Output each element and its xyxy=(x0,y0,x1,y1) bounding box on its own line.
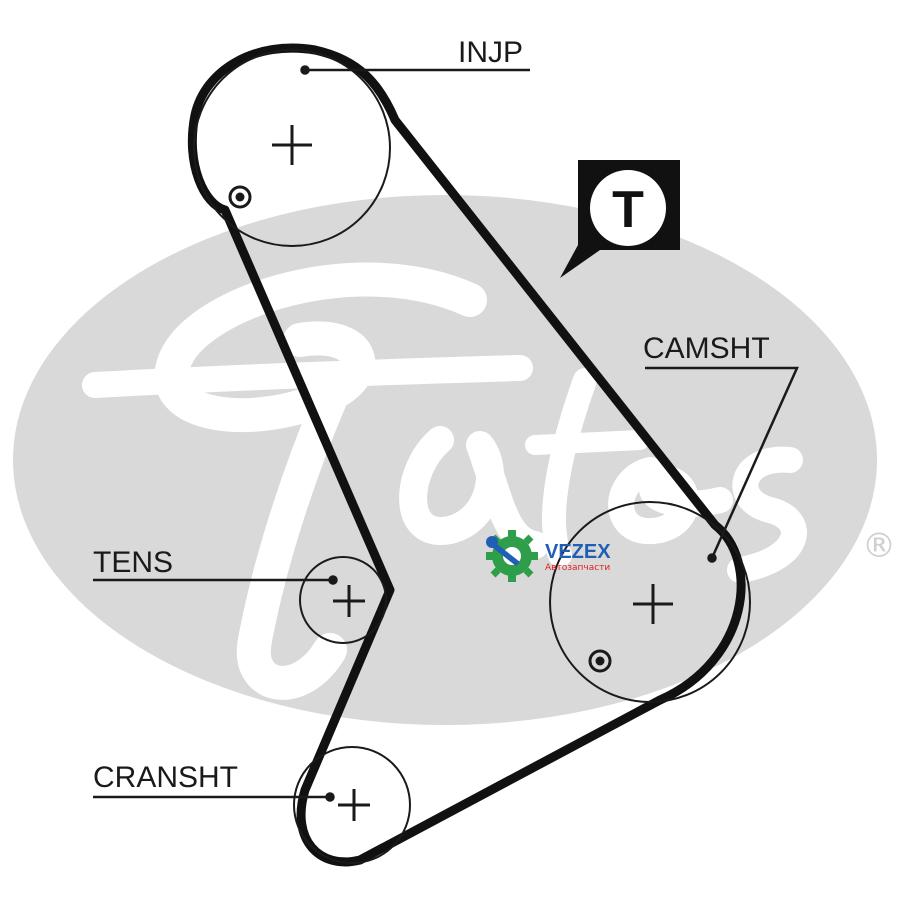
label-tens: TENS xyxy=(93,546,173,579)
injection-pump-pulley xyxy=(193,49,391,247)
leader-lines xyxy=(93,65,799,802)
label-camsht: CAMSHT xyxy=(643,332,770,365)
label-cransht: CRANSHT xyxy=(93,761,238,794)
timing-mark xyxy=(228,185,252,209)
camshaft-pulley xyxy=(549,501,751,703)
badge-circle xyxy=(590,170,666,246)
tensioner-badge: T xyxy=(560,160,680,278)
tensioner-pulley xyxy=(299,556,387,644)
timing-belt xyxy=(187,43,746,867)
vezex-subtitle: Автозапчасти xyxy=(545,563,610,573)
pulley-center-cross xyxy=(333,585,365,617)
badge-letter: T xyxy=(612,181,644,239)
registered-mark: ® xyxy=(862,526,896,566)
crankshaft-pulley xyxy=(293,746,411,864)
leader-camsht xyxy=(645,366,799,559)
vezex-name: VEZEX xyxy=(545,541,611,563)
gates-watermark: ® xyxy=(13,195,896,725)
timing-mark xyxy=(588,649,612,673)
vezex-watermark: VEZEX Автозапчасти xyxy=(486,530,611,582)
pulley-center-cross xyxy=(272,125,312,165)
label-injp: INJP xyxy=(458,36,523,69)
gates-script xyxy=(82,262,807,700)
pulley-center-cross xyxy=(338,789,370,821)
pulley-center-cross xyxy=(633,584,673,624)
gear-wrench-icon xyxy=(486,530,538,582)
